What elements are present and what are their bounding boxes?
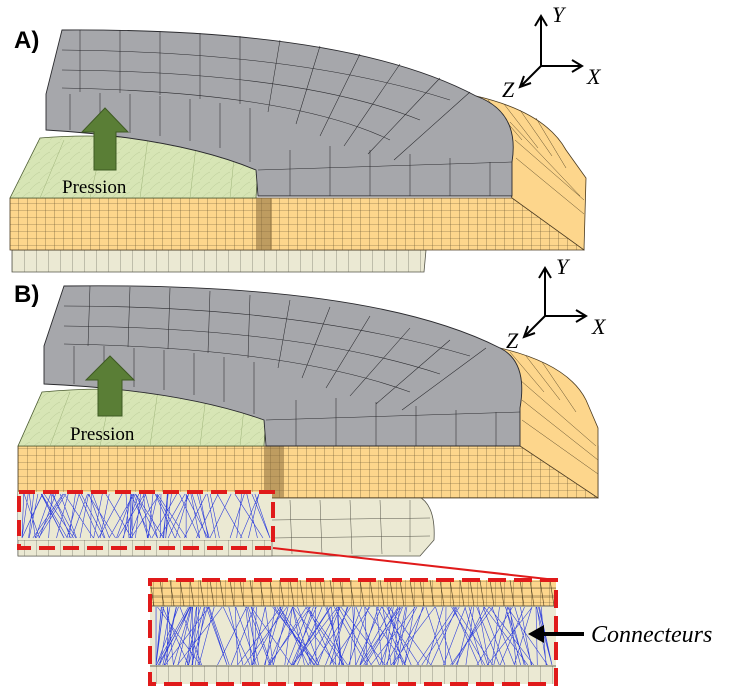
zoom-lines: [272, 547, 557, 581]
panel-label: A): [14, 27, 39, 54]
axis-z-label: Z: [502, 77, 515, 102]
pressure-arrow: [84, 355, 136, 417]
orange-layer: [17, 347, 599, 499]
pressure-label: Pression: [62, 177, 127, 198]
pressure-label: Pression: [70, 424, 135, 445]
callout-arrow: [528, 625, 584, 643]
axis-y-label: Y: [552, 2, 567, 27]
axis-y-label: Y: [556, 254, 571, 279]
panel-label: B): [14, 281, 39, 308]
base-layer: [11, 249, 427, 273]
axis-triad: Y X Z: [506, 254, 607, 353]
axis-x-label: X: [591, 314, 607, 339]
axis-z-label: Z: [506, 328, 519, 353]
connector-highlight-box: [17, 490, 275, 550]
panel-a: Pression A) Y X Z: [9, 2, 602, 273]
connector-mesh: [18, 492, 272, 540]
axis-triad: Y X Z: [502, 2, 602, 102]
panel-b: Pression B) Y X Z: [14, 254, 607, 557]
steel-ring: [45, 29, 514, 197]
callout-label: Connecteurs: [591, 622, 712, 648]
pressure-arrow: [80, 107, 130, 171]
steel-ring: [43, 285, 523, 447]
axis-x-label: X: [586, 64, 602, 89]
inset-detail: Connecteurs: [148, 578, 712, 686]
